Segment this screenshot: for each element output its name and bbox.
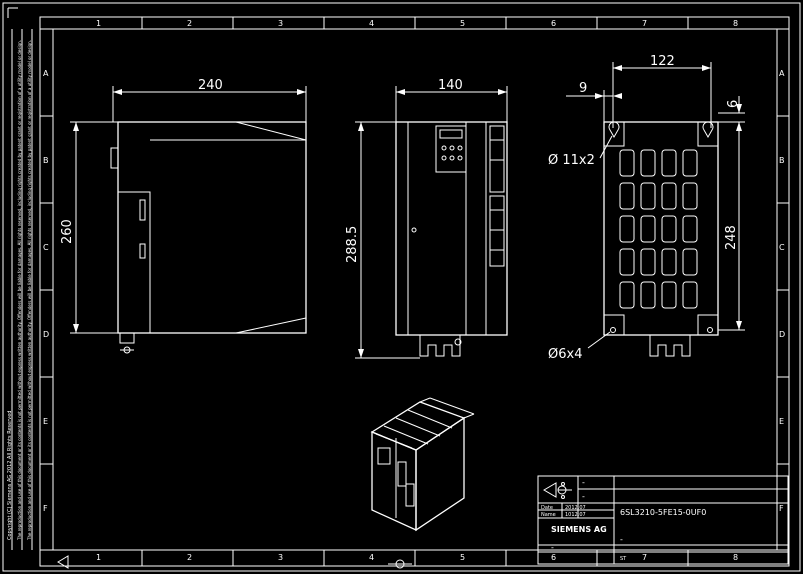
col-label-bottom: 1 xyxy=(96,553,101,562)
row-label-left: F xyxy=(43,504,48,513)
row-label-right: B xyxy=(779,156,785,165)
vent-slot xyxy=(661,149,677,177)
row-label-left: E xyxy=(43,417,48,426)
tb-part-number: 6SL3210-5FE15-0UF0 xyxy=(620,508,706,517)
isometric-view xyxy=(370,397,475,569)
tb-date-label: Date xyxy=(541,505,553,511)
title-block: Date 2012.07 Name 1012.07 6SL3210-5FE15-… xyxy=(537,475,789,565)
vent-slot xyxy=(640,182,656,210)
side-view: 240 260 xyxy=(60,78,307,354)
back-view: 122 9 6 248 Ø 11x2 Ø6x4 xyxy=(548,54,745,362)
vent-slot xyxy=(619,182,635,210)
vent-slot xyxy=(619,149,635,177)
col-label-bottom: 3 xyxy=(278,553,283,562)
col-label-top: 6 xyxy=(551,19,556,28)
vent-slot xyxy=(640,149,656,177)
grid-row-ticks xyxy=(40,115,789,465)
row-label-right: F xyxy=(779,504,784,513)
vent-slot xyxy=(682,149,698,177)
copyright-text: Copyright (C) Siemens AG 2012 All Rights… xyxy=(7,411,13,540)
dim-side-height: 260 xyxy=(60,219,75,244)
row-label-left: D xyxy=(43,330,49,339)
dim-back-offset: 9 xyxy=(579,81,587,96)
col-label-bottom: 8 xyxy=(733,553,738,562)
vent-slot xyxy=(661,281,677,309)
vent-slot xyxy=(661,248,677,276)
dim-back-top: 6 xyxy=(726,100,741,108)
tb-company: SIEMENS AG xyxy=(551,525,607,534)
col-label-bottom: 7 xyxy=(642,553,647,562)
dim-front-height: 288.5 xyxy=(345,226,360,263)
row-label-right: E xyxy=(779,417,784,426)
vent-slot xyxy=(682,248,698,276)
col-label-top: 1 xyxy=(96,19,101,28)
tb-dash-2: - xyxy=(582,492,585,501)
row-label-right: A xyxy=(779,69,785,78)
notice-text-2: The reproduction and use of this documen… xyxy=(27,40,32,541)
tb-date-value: 2012.07 xyxy=(565,505,586,511)
vent-slot xyxy=(619,248,635,276)
vent-slot xyxy=(640,215,656,243)
col-label-top: 4 xyxy=(369,19,374,28)
vent-slot xyxy=(619,215,635,243)
vent-slot xyxy=(682,281,698,309)
row-label-left: C xyxy=(43,243,49,252)
row-label-right: D xyxy=(779,330,785,339)
tb-dash-4: - xyxy=(620,535,623,544)
vent-slot xyxy=(661,215,677,243)
row-label-right: C xyxy=(779,243,785,252)
col-label-top: 2 xyxy=(187,19,192,28)
col-label-top: 5 xyxy=(460,19,465,28)
label-hole-top: Ø 11x2 xyxy=(548,153,595,168)
front-view: 140 288.5 xyxy=(345,78,508,359)
vent-grid xyxy=(619,149,698,309)
legal-sidebar: Copyright (C) Siemens AG 2012 All Rights… xyxy=(7,29,33,550)
col-label-top: 7 xyxy=(642,19,647,28)
dim-back-height: 248 xyxy=(724,225,739,250)
row-label-left: A xyxy=(43,69,49,78)
row-label-left: B xyxy=(43,156,49,165)
vent-slot xyxy=(682,215,698,243)
vent-slot xyxy=(640,281,656,309)
tb-code: ST xyxy=(620,556,627,562)
drawing-frame xyxy=(52,28,778,551)
label-hole-bottom: Ø6x4 xyxy=(548,347,582,362)
notice-text: The reproduction and use of this documen… xyxy=(17,40,22,541)
col-label-top: 3 xyxy=(278,19,283,28)
col-label-top: 8 xyxy=(733,19,738,28)
dim-side-width: 240 xyxy=(198,78,223,93)
tb-name-value: 1012.07 xyxy=(565,512,586,518)
col-label-bottom: 5 xyxy=(460,553,465,562)
col-label-bottom: 6 xyxy=(551,553,556,562)
dim-back-width: 122 xyxy=(650,54,675,69)
col-label-bottom: 2 xyxy=(187,553,192,562)
vent-slot xyxy=(661,182,677,210)
tb-dash-1: - xyxy=(582,478,585,487)
dim-front-width: 140 xyxy=(438,78,463,93)
vent-slot xyxy=(682,182,698,210)
col-label-bottom: 4 xyxy=(369,553,374,562)
grid-column-ticks xyxy=(141,17,689,566)
tb-dash-3: - xyxy=(551,543,554,552)
tb-name-label: Name xyxy=(541,512,556,518)
vent-slot xyxy=(640,248,656,276)
vent-slot xyxy=(619,281,635,309)
